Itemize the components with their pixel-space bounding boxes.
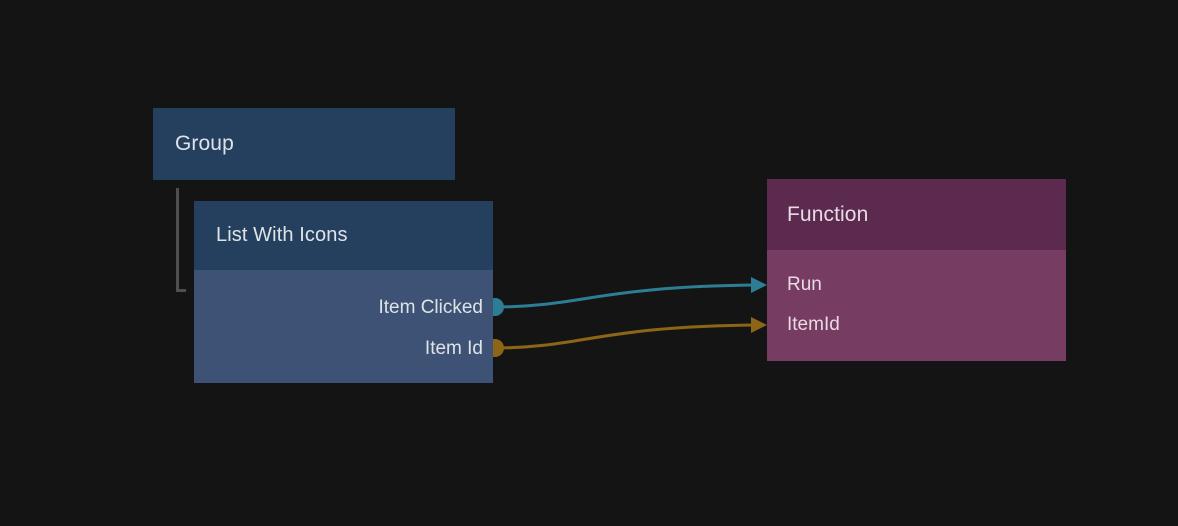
- edge-item-id-to-itemid[interactable]: [493, 323, 762, 350]
- node-list-with-icons[interactable]: List With Icons Item Clicked Item Id: [194, 201, 493, 383]
- output-port-item-clicked[interactable]: Item Clicked: [378, 297, 493, 318]
- node-function-header[interactable]: Function: [767, 179, 1066, 250]
- output-port-item-clicked-label: Item Clicked: [378, 297, 483, 318]
- edge-arrowhead-run: [751, 277, 767, 293]
- edge-arrowhead-itemid: [751, 317, 767, 333]
- input-port-run-label: Run: [787, 274, 822, 295]
- node-list-with-icons-header[interactable]: List With Icons: [194, 201, 493, 270]
- output-port-item-id-label: Item Id: [424, 338, 483, 359]
- group-bracket-connector: [176, 188, 186, 292]
- input-port-run[interactable]: Run: [767, 274, 822, 295]
- node-function-title: Function: [787, 202, 869, 226]
- node-group[interactable]: Group: [153, 108, 455, 180]
- node-group-title: Group: [175, 132, 234, 155]
- node-list-with-icons-title: List With Icons: [216, 224, 348, 246]
- output-port-item-id[interactable]: Item Id: [424, 338, 493, 359]
- input-port-itemid[interactable]: ItemId: [767, 314, 840, 335]
- node-function[interactable]: Function Run ItemId: [767, 179, 1066, 361]
- edge-item-clicked-to-run[interactable]: [493, 283, 762, 309]
- input-port-itemid-label: ItemId: [787, 314, 840, 335]
